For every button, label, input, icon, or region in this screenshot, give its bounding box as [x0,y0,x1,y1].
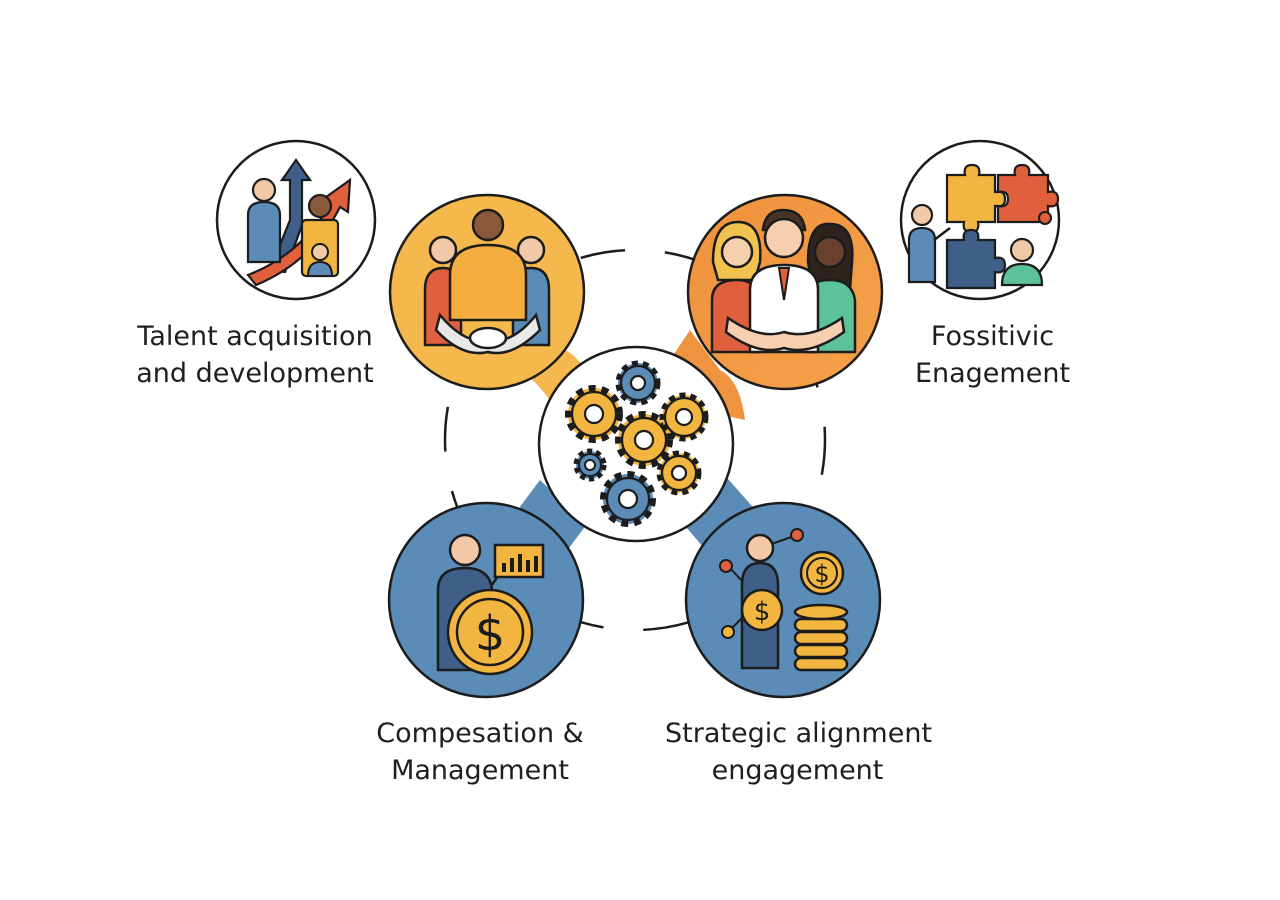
gear-4 [659,392,709,442]
gear-1 [615,360,661,406]
team-handshake-icon [388,193,586,391]
label-talent-line2: and development [136,358,374,389]
puzzle-team-icon [899,139,1061,301]
connector-top-right [670,330,745,420]
gear-6 [656,450,702,496]
gear-5 [573,448,607,482]
dashed-ring [443,248,827,632]
diverse-team-handshake-icon [686,193,884,391]
label-compensation-line1: Compesation & [376,718,584,749]
person-coins-network-icon: $ $ [684,501,882,699]
label-strategic-alignment: Strategic alignment engagement [665,715,933,789]
label-engagement-line1: Fossitivic [930,321,1055,352]
label-engagement-line2: Enagement [914,358,1071,389]
dollar-sign-bl: $ [475,606,506,662]
label-compensation-line2: Management [391,755,569,786]
dollar-sign-br-float: $ [814,560,829,588]
label-compensation: Compesation & Management [370,715,590,789]
gear-2 [565,385,623,443]
label-engagement: Fossitivic Enagement [905,318,1080,392]
label-strategic-line1: Strategic alignment [665,718,933,749]
gear-7 [600,471,656,527]
coin-stack [793,603,849,672]
dollar-sign-br-held: $ [754,597,771,627]
label-strategic-line2: engagement [711,755,884,786]
label-talent-line1: Talent acquisition [137,321,373,352]
career-growth-icon [215,139,377,301]
person-dollar-chart-icon: $ [387,501,585,699]
label-talent-acquisition: Talent acquisition and development [130,318,380,392]
connector-bottom-left [510,480,590,560]
connector-bottom-right [680,470,760,555]
gears-icon [537,345,735,543]
gear-3 [615,411,673,469]
